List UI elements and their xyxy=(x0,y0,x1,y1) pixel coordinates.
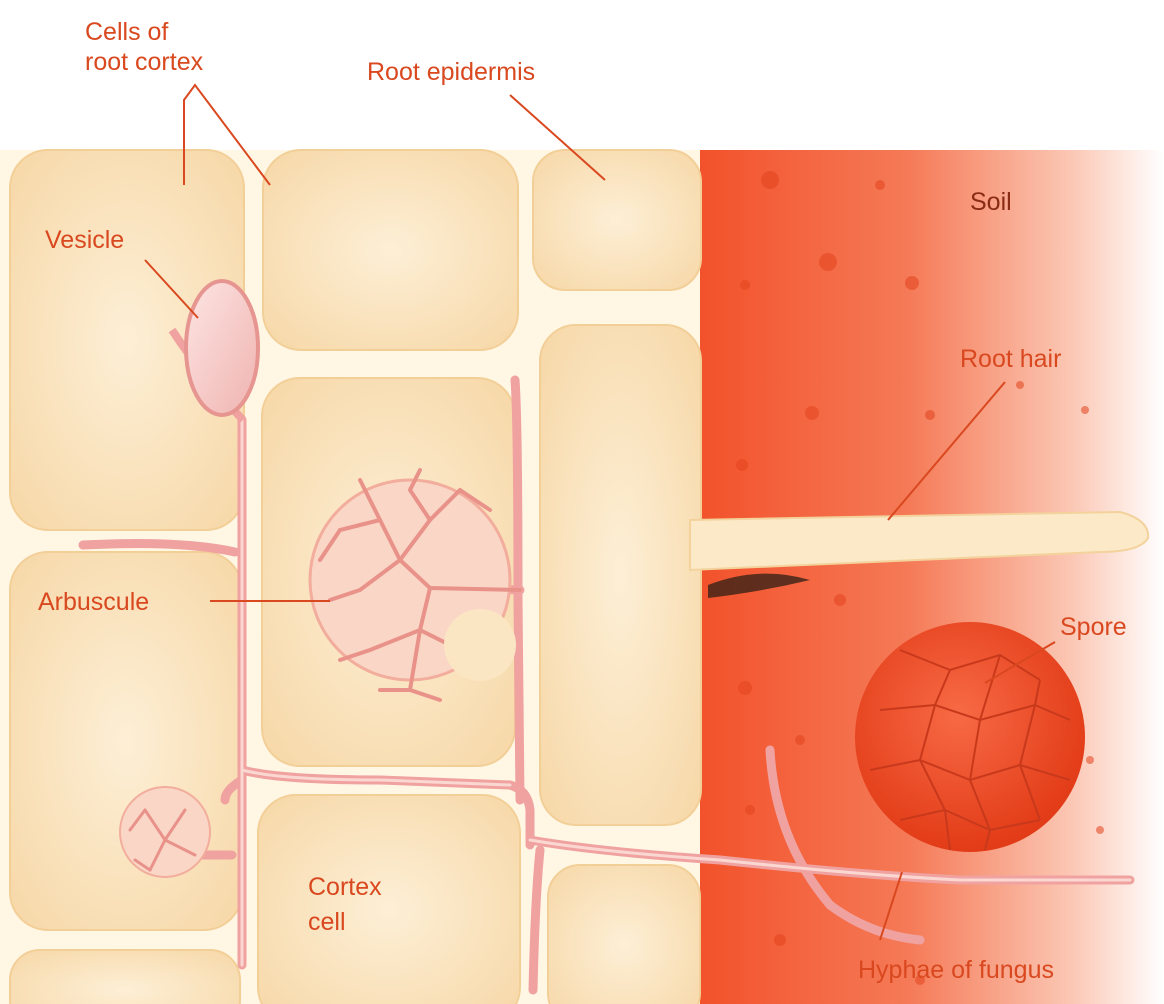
small-arbuscule xyxy=(120,787,210,877)
epidermis-cell xyxy=(548,865,700,1004)
spore xyxy=(855,622,1085,852)
label-spore: Spore xyxy=(1060,613,1127,641)
label-hyphae-of-fungus: Hyphae of fungus xyxy=(858,956,1054,984)
label-cells-of-root-cortex: Cells of root cortex xyxy=(85,18,204,76)
cortex-cell xyxy=(258,795,520,1004)
cortex-cell xyxy=(10,950,240,1004)
label-vesicle: Vesicle xyxy=(45,226,124,254)
label-root-hair: Root hair xyxy=(960,345,1061,373)
epidermis-cell xyxy=(533,150,701,290)
cortex-cell xyxy=(263,150,518,350)
label-soil: Soil xyxy=(970,188,1012,216)
label-root-epidermis: Root epidermis xyxy=(367,58,535,86)
epidermis-cell xyxy=(540,325,701,825)
label-arbuscule: Arbuscule xyxy=(38,588,149,616)
